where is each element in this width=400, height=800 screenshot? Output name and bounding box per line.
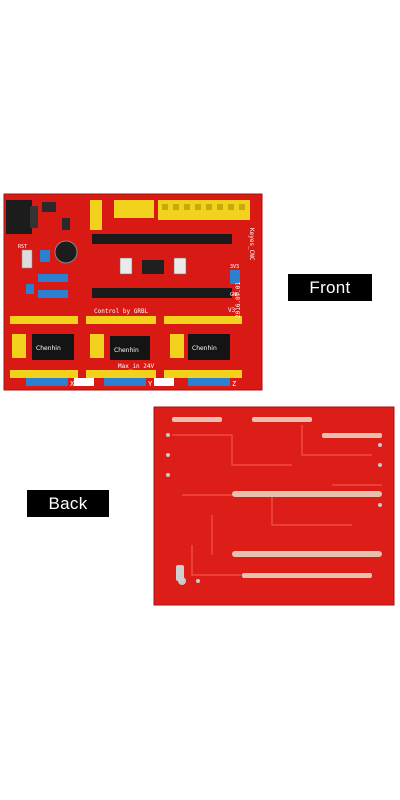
silk-date: 2016.07.01	[235, 281, 242, 318]
cap-label-2: Chenhin	[114, 347, 139, 354]
silk-voltage: Max_in 24V	[118, 363, 155, 370]
silk-version: Keyes_CNC	[248, 228, 255, 261]
silk-z: Z	[232, 380, 236, 388]
silk-x: X	[70, 380, 75, 388]
back-board-image	[153, 406, 395, 606]
silk-control: Control by GRBL	[94, 308, 149, 315]
silk-y: Y	[148, 380, 153, 388]
back-board-photo	[152, 405, 396, 607]
silk-rst: RST	[18, 244, 27, 250]
front-board-image: Control by GRBL Keyes_CNC 2016.07.01 V3 …	[3, 193, 263, 391]
silk-gnd: GND	[230, 292, 239, 298]
silk-3v3: 3V3	[230, 264, 239, 270]
back-label: Back	[27, 490, 109, 517]
silk-rev: V3	[228, 307, 236, 314]
cap-label-1: Chenhin	[36, 345, 61, 352]
front-label: Front	[288, 274, 372, 301]
front-board-photo: Control by GRBL Keyes_CNC 2016.07.01 V3 …	[2, 192, 266, 392]
cap-label-3: Chenhin	[192, 345, 217, 352]
